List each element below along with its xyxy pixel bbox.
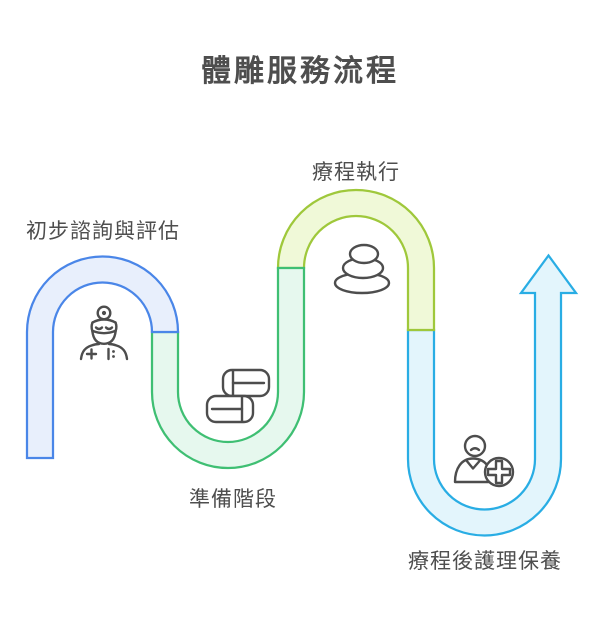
patient-care-icon <box>453 434 515 488</box>
stage1-label: 初步諮詢與評估 <box>26 220 180 243</box>
stage4-path-aftercare <box>406 253 579 537</box>
stage2-label: 準備階段 <box>189 488 277 511</box>
stage3-path-treatment <box>276 188 436 332</box>
stage1-path-consultation <box>25 255 180 460</box>
stage4-label: 療程後護理保養 <box>408 550 562 573</box>
page-title: 體雕服務流程 <box>201 55 399 88</box>
stage3-label: 療程執行 <box>312 161 400 184</box>
spa-stones-icon <box>333 243 391 295</box>
doctor-icon <box>79 305 129 361</box>
folded-towels-icon <box>205 368 271 424</box>
stage2-path-preparation <box>150 266 306 470</box>
